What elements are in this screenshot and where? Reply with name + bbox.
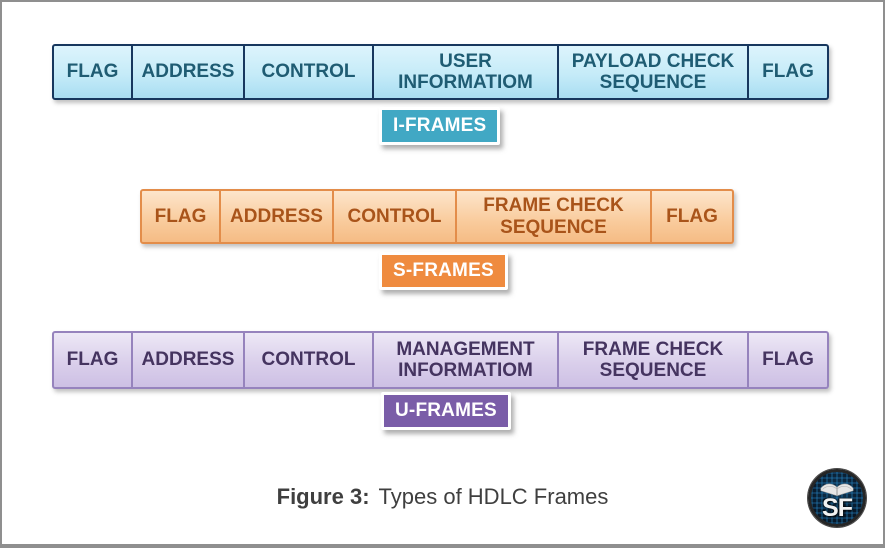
s-frames-label: S-FRAMES (379, 252, 508, 290)
figure-caption-text: Types of HDLC Frames (378, 484, 609, 509)
i-frame-cell-user-information: USER INFORMATIOM (374, 44, 559, 100)
i-frame-cell-address: ADDRESS (133, 44, 245, 100)
s-frame-cell-control: CONTROL (334, 189, 457, 244)
book-icon (820, 483, 854, 497)
i-frames-label: I-FRAMES (379, 107, 501, 145)
u-frame-cell-flag-end: FLAG (749, 331, 829, 389)
sf-logo-text: SF (822, 494, 853, 522)
u-frame-cell-frame-check-sequence: FRAME CHECK SEQUENCE (559, 331, 749, 389)
u-frame-cell-management-information: MANAGEMENT INFORMATIOM (374, 331, 559, 389)
u-frame-row: FLAG ADDRESS CONTROL MANAGEMENT INFORMAT… (52, 331, 829, 389)
sf-logo: SF (808, 469, 866, 527)
figure-caption: Figure 3: Types of HDLC Frames (2, 484, 883, 510)
u-frame-cell-flag-start: FLAG (52, 331, 133, 389)
u-frame-cell-address: ADDRESS (133, 331, 245, 389)
u-frames-label: U-FRAMES (381, 392, 511, 430)
i-frame-cell-payload-check-sequence: PAYLOAD CHECK SEQUENCE (559, 44, 749, 100)
i-frame-cell-flag-start: FLAG (52, 44, 133, 100)
i-frame-cell-control: CONTROL (245, 44, 374, 100)
s-frame-cell-flag-end: FLAG (652, 189, 734, 244)
s-frame-cell-address: ADDRESS (221, 189, 334, 244)
s-frame-cell-flag-start: FLAG (140, 189, 221, 244)
s-frame-row: FLAG ADDRESS CONTROL FRAME CHECK SEQUENC… (140, 189, 734, 244)
figure-caption-number: Figure 3: (276, 484, 370, 509)
i-frame-row: FLAG ADDRESS CONTROL USER INFORMATIOM PA… (52, 44, 829, 100)
s-frame-cell-frame-check-sequence: FRAME CHECK SEQUENCE (457, 189, 652, 244)
u-frame-cell-control: CONTROL (245, 331, 374, 389)
i-frame-cell-flag-end: FLAG (749, 44, 829, 100)
